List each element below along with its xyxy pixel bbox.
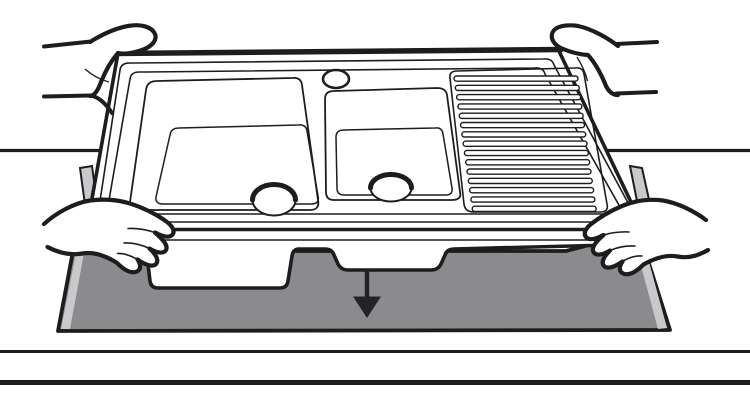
left-basin-floor-outline <box>155 124 320 205</box>
left-basin-outline <box>129 76 320 211</box>
upper-left-hand-outline <box>87 23 158 99</box>
upper-right-hand <box>549 23 659 98</box>
drainboard-rib <box>457 103 583 110</box>
drainboard-rib <box>465 158 591 166</box>
upper-right-arm-lines <box>614 40 659 96</box>
middle-basin-floor-outline <box>335 127 453 196</box>
drainboard-rib <box>470 196 596 203</box>
drainboard-rib <box>467 177 593 185</box>
sink-top-rim-edge <box>112 46 564 57</box>
lower-left-hand-outline <box>41 197 176 275</box>
drainboard-rib <box>461 131 587 138</box>
faucet-hole <box>321 68 351 90</box>
drainboard-rib <box>453 75 579 82</box>
lower-left-hand <box>41 197 176 275</box>
middle-basin <box>324 87 462 203</box>
upper-left-arm-lines <box>42 39 93 99</box>
middle-basin-drain-shadow-arc <box>368 172 414 191</box>
down-arrow-icon <box>353 270 381 318</box>
upper-right-hand-outline <box>549 23 621 98</box>
drainboard-rib <box>458 112 584 120</box>
drainboard-rib <box>466 168 592 175</box>
left-basin-drain-shadow-arc <box>250 182 298 203</box>
upper-left-wrist-line <box>88 93 114 115</box>
lower-right-finger-creases <box>602 231 643 263</box>
counter-front-edge <box>0 350 750 385</box>
drainboard-rib <box>454 84 580 92</box>
lower-right-hand-outline <box>582 197 711 277</box>
rim-inner-line-inner <box>107 67 622 215</box>
drainboard-rib <box>463 149 590 157</box>
upper-right-hand-fill <box>551 25 618 96</box>
drainboard-panel-outline <box>449 67 609 213</box>
drainboard-rib <box>471 205 597 213</box>
drainboard-rib <box>455 93 582 101</box>
upper-left-hand-crease <box>84 68 110 83</box>
down-arrow-head <box>353 296 381 318</box>
middle-basin-outline <box>324 87 462 201</box>
upper-left-hand <box>42 23 158 115</box>
upper-right-hand-crease <box>576 56 589 82</box>
upper-left-hand-fill <box>90 25 156 96</box>
drainboard <box>449 67 609 213</box>
drainboard-rib <box>459 121 586 129</box>
drainboard-rib <box>462 140 588 148</box>
cutout-left-bevel <box>61 253 84 329</box>
lower-right-hand <box>582 197 711 277</box>
drainboard-ribs <box>453 75 597 213</box>
rim-inner-line-outer <box>97 58 636 223</box>
left-basin <box>129 76 320 217</box>
lower-left-finger-creases <box>116 227 156 261</box>
drainboard-rib <box>468 186 595 194</box>
